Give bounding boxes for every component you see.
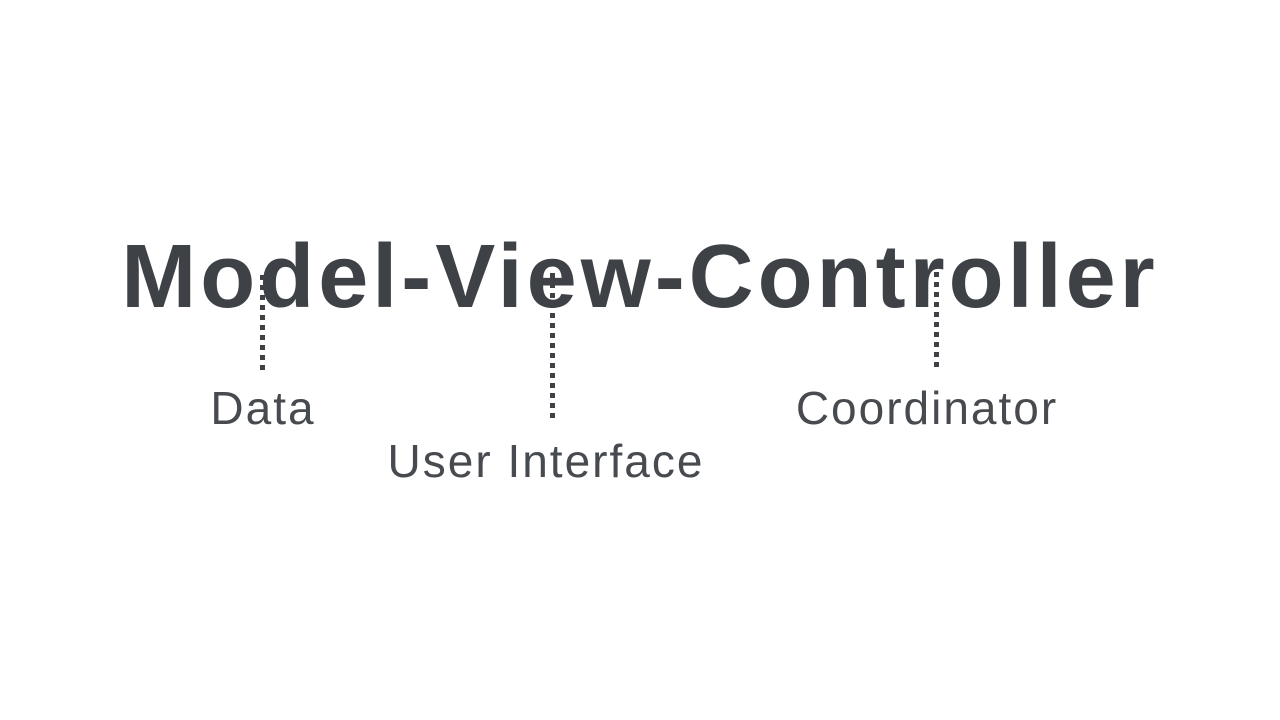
dotted-connector-controller: [934, 272, 939, 368]
slide-title: Model-View-Controller: [121, 227, 1159, 328]
dotted-connector-view: [550, 273, 555, 419]
annotation-label-controller: Coordinator: [795, 382, 1059, 434]
annotation-label-model: Data: [210, 382, 316, 434]
dotted-connector-model: [260, 275, 265, 371]
annotation-label-view: User Interface: [387, 435, 705, 487]
